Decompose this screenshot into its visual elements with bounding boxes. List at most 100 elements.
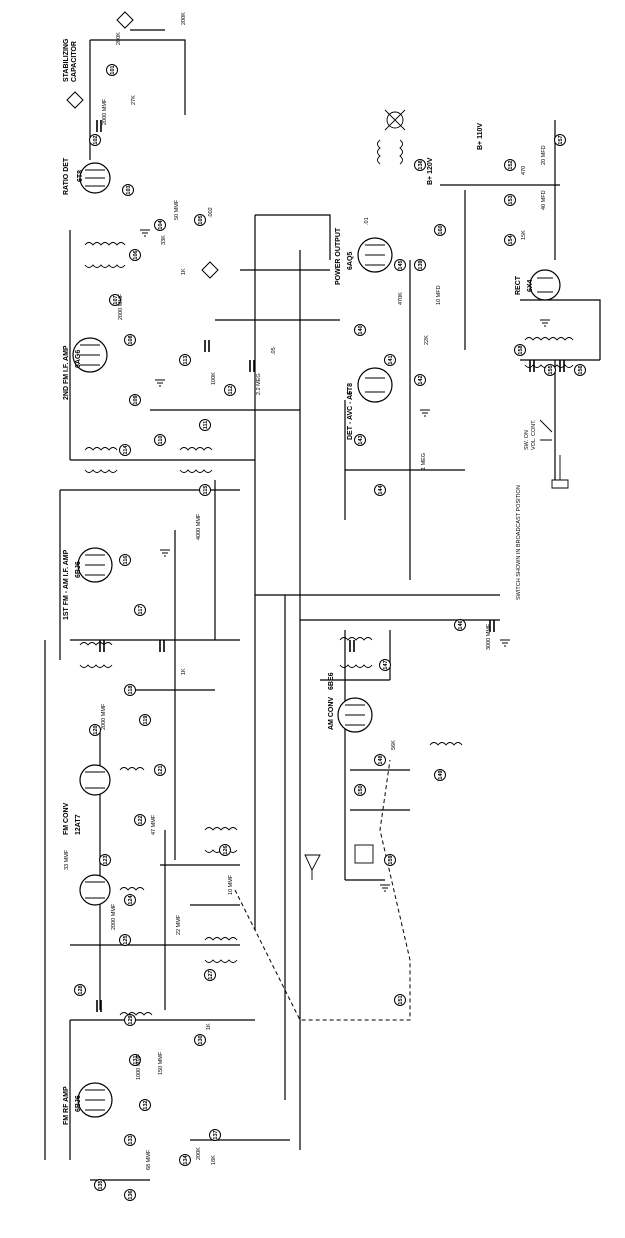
part-tags: 1011021031041051061071081091101111121131… xyxy=(74,64,586,1201)
value-label: 2000 MMF xyxy=(102,98,108,125)
part-tag: 136 xyxy=(124,1189,136,1201)
value-label: 200K xyxy=(116,32,122,45)
part-tag-number: 109 xyxy=(133,395,139,404)
value-label: 10 MMF xyxy=(228,874,234,895)
part-tag-number: 130 xyxy=(198,1035,204,1044)
value-label: .002 xyxy=(208,207,214,218)
part-tag-number: 147 xyxy=(383,660,389,669)
part-tag-number: 112 xyxy=(228,386,234,395)
value-label: 200K xyxy=(181,12,187,25)
value-label: 3000 MMF xyxy=(486,623,492,650)
test-points xyxy=(66,11,219,279)
value-label: 470K xyxy=(398,292,404,305)
part-tag: 135 xyxy=(94,1179,106,1191)
value-label: 1K xyxy=(206,1023,212,1030)
part-tag: 104 xyxy=(154,219,166,231)
part-tag: 144 xyxy=(374,484,386,496)
part-tag: 139 xyxy=(414,259,426,271)
label-power-output: POWER OUTPUT xyxy=(335,227,342,285)
part-tag-number: 158 xyxy=(518,345,524,354)
value-label: 1000 MMF xyxy=(136,1053,142,1080)
value-label: 150 MMF xyxy=(158,1051,164,1075)
part-tag: 130 xyxy=(194,1034,206,1046)
part-tag-number: 128 xyxy=(78,985,84,994)
part-tag-number: 118 xyxy=(128,686,134,695)
value-label: 20 MFD xyxy=(541,145,547,165)
part-tag: 115 xyxy=(199,484,211,496)
part-tag: 140 xyxy=(354,324,366,336)
label-ratio-tube: 6T8 xyxy=(77,170,84,182)
part-tag: 119 xyxy=(139,714,151,726)
onoff-switch xyxy=(539,419,553,441)
part-tag-number: 146 xyxy=(458,620,464,629)
part-tag-number: 133 xyxy=(128,1135,134,1144)
part-tag: 109 xyxy=(129,394,141,406)
part-tag: 129 xyxy=(124,1014,136,1026)
part-tag-number: 129 xyxy=(128,1015,134,1024)
part-tag-number: 126 xyxy=(223,845,229,854)
part-tag: 121 xyxy=(154,764,166,776)
gang-link xyxy=(234,759,411,1021)
label-rf-tube: 6BJ6 xyxy=(75,1095,82,1112)
label-capacitor: CAPACITOR xyxy=(71,41,78,82)
part-tag: 101 xyxy=(106,64,118,76)
label-b-plus-120: B+ 120V xyxy=(427,157,434,185)
value-label: 40 MFD xyxy=(541,190,547,210)
part-tag-number: 149 xyxy=(438,770,444,779)
part-tag-number: 116 xyxy=(123,556,129,565)
tubes xyxy=(72,162,561,1118)
value-label: 56K xyxy=(391,740,397,750)
part-tag-number: 111 xyxy=(203,421,209,430)
part-tag-number: 156 xyxy=(578,365,584,374)
part-tag-number: 141 xyxy=(388,355,394,364)
part-tag-number: 119 xyxy=(143,716,149,725)
part-tag-number: 120 xyxy=(93,725,99,734)
value-label: 22 MMF xyxy=(176,914,182,935)
part-tag-number: 134 xyxy=(183,1154,189,1164)
value-label: 15K xyxy=(521,230,527,240)
part-tag: 152 xyxy=(504,159,516,171)
part-tag-number: 103 xyxy=(126,185,132,194)
bus-wires xyxy=(44,29,601,1181)
part-tag: 107 xyxy=(109,294,121,306)
part-tag: 132 xyxy=(139,1099,151,1111)
part-tag-number: 131 xyxy=(133,1055,139,1064)
part-tag: 156 xyxy=(574,364,586,376)
part-tag: 118 xyxy=(124,684,136,696)
part-tag-number: 143 xyxy=(358,435,364,444)
speaker-cone xyxy=(384,109,406,131)
label-1st-if-tube: 6BJ6 xyxy=(75,561,82,578)
part-tag: 125 xyxy=(119,934,131,946)
part-tag: 114 xyxy=(119,444,131,456)
part-tag: 134 xyxy=(179,1154,191,1166)
part-tag-number: 142 xyxy=(418,375,424,384)
part-tag-number: 115 xyxy=(203,486,209,495)
part-tag: 150 xyxy=(354,784,366,796)
part-tag: 153 xyxy=(504,194,516,206)
part-tag: 151 xyxy=(394,994,406,1006)
value-label: 27K xyxy=(131,95,137,105)
capacitors xyxy=(96,120,565,1012)
part-tag-number: 117 xyxy=(138,606,144,615)
part-tag: 146 xyxy=(454,619,466,631)
part-tag-number: 155 xyxy=(548,365,554,374)
part-tag-number: 152 xyxy=(508,160,514,169)
part-tag-number: 140 xyxy=(358,325,364,334)
value-label: .05 xyxy=(271,347,277,355)
value-label: 33K xyxy=(161,235,167,245)
part-tag: 158 xyxy=(514,344,526,356)
tube-internals xyxy=(80,169,553,1111)
part-tag: 157 xyxy=(554,134,566,146)
part-tag-number: 106 xyxy=(133,250,139,259)
part-tag: 159 xyxy=(384,854,396,866)
part-tag: 141 xyxy=(384,354,396,366)
part-tag: 117 xyxy=(134,604,146,616)
part-tag-number: 101 xyxy=(110,65,116,74)
loop-antenna xyxy=(354,844,374,864)
part-tag-number: 113 xyxy=(183,356,189,365)
part-tag: 154 xyxy=(504,234,516,246)
part-tag: 137 xyxy=(209,1129,221,1141)
value-label: 10 MFD xyxy=(436,285,442,305)
part-tag: 103 xyxy=(122,184,134,196)
